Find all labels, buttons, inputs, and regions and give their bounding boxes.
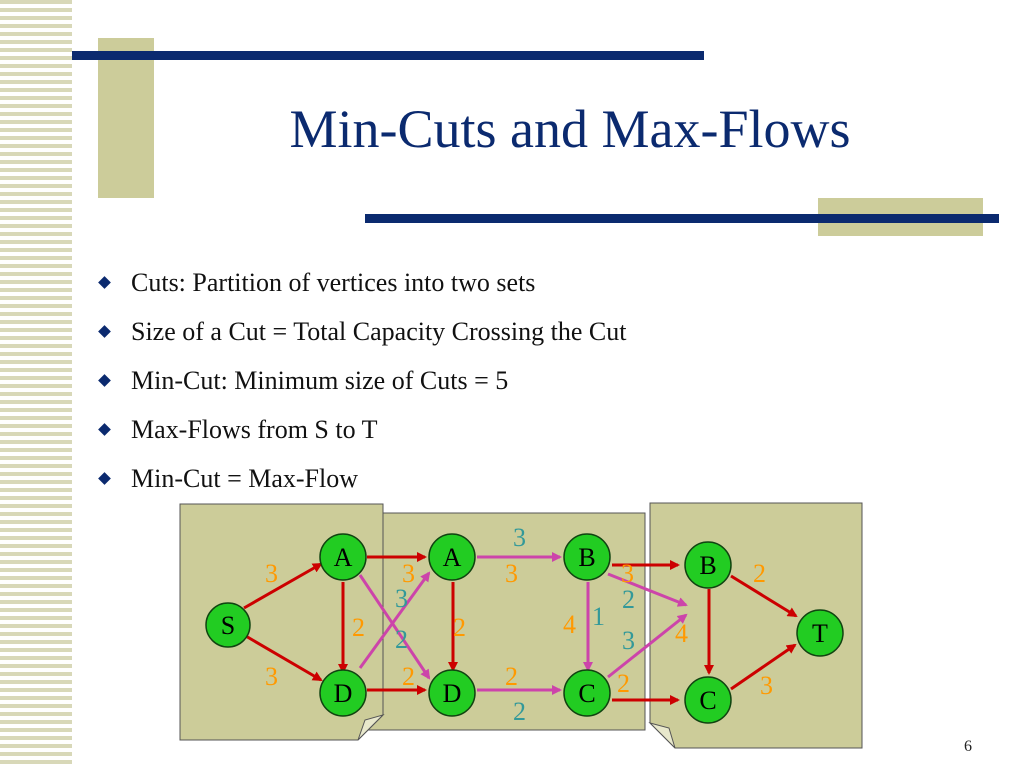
page-number: 6 <box>964 738 972 755</box>
edge-label: 3 <box>622 626 635 655</box>
node-b1-label: B <box>578 543 595 572</box>
diamond-bullet-icon <box>98 325 111 338</box>
diamond-bullet-icon <box>98 423 111 436</box>
bullet-list: Cuts: Partition of vertices into two set… <box>98 258 627 503</box>
node-c1-label: C <box>578 679 595 708</box>
node-d2-circle <box>428 669 476 717</box>
node-s-label: S <box>221 611 235 640</box>
edge-s-a <box>243 562 323 610</box>
edge-label: 4 <box>563 610 576 639</box>
edge-label: 3 <box>395 584 408 613</box>
bullet-item: Size of a Cut = Total Capacity Crossing … <box>98 307 627 356</box>
slide-title: Min-Cuts and Max-Flows <box>289 99 851 159</box>
node-d1-circle <box>319 669 367 717</box>
node-t-label: T <box>812 619 828 648</box>
node-c1-circle <box>563 669 611 717</box>
edge-a-d-cross <box>358 574 431 680</box>
node-c2-label: C <box>699 686 716 715</box>
edge-label: 3 <box>505 559 518 588</box>
node-a2-label: A <box>443 543 462 572</box>
edge-label: 2 <box>352 613 365 642</box>
right-partition-fold <box>648 722 676 749</box>
edge-label: 2 <box>622 585 635 614</box>
node-b2-label: B <box>699 551 716 580</box>
edge-label: 1 <box>592 602 605 631</box>
edge-label: 3 <box>265 662 278 691</box>
node-b2-circle <box>684 541 732 589</box>
edge-b2-t <box>730 574 798 618</box>
node-a1-label: A <box>334 543 353 572</box>
nodes: S A D A D B C B C T <box>205 533 844 724</box>
node-t-circle <box>796 609 844 657</box>
bullet-text: Min-Cut: Minimum size of Cuts = 5 <box>131 365 509 395</box>
bullet-item: Min-Cut = Max-Flow <box>98 454 626 503</box>
edge-b-c-cross <box>607 572 688 607</box>
node-d1-label: D <box>334 679 353 708</box>
edge-label: 3 <box>621 559 634 588</box>
bullet-item: Max-Flows from S to T <box>98 405 626 454</box>
decorative-block-left <box>98 38 154 198</box>
edge-c2-t <box>730 643 797 691</box>
node-b1-circle <box>563 533 611 581</box>
node-a1-circle <box>319 533 367 581</box>
edge-d-a-cross <box>358 571 431 669</box>
node-c2-circle <box>684 676 732 724</box>
edge-label: 2 <box>505 662 518 691</box>
left-partition-fold <box>357 714 385 741</box>
decorative-stripes <box>0 0 72 768</box>
diamond-bullet-icon <box>98 374 111 387</box>
bottom-rule <box>365 214 999 223</box>
node-d2-label: D <box>443 679 462 708</box>
flow-network-diagram: S A D A D B C B C T 3 3 2 3 3 2 2 2 3 3 … <box>179 502 863 749</box>
edge-label: 2 <box>513 697 526 726</box>
edge-label: 2 <box>453 613 466 642</box>
edge-s-d <box>243 633 323 682</box>
node-a2-circle <box>428 533 476 581</box>
edge-label: 2 <box>753 559 766 588</box>
diamond-bullet-icon <box>98 472 111 485</box>
bullet-text: Cuts: Partition of vertices into two set… <box>131 267 536 297</box>
edge-label: 2 <box>402 662 415 691</box>
edge-label: 2 <box>395 625 408 654</box>
edges <box>243 552 798 705</box>
edge-label: 3 <box>760 671 773 700</box>
edge-label: 3 <box>513 523 526 552</box>
edge-labels: 3 3 2 3 3 2 2 2 3 3 2 2 4 1 3 2 3 4 2 2 … <box>265 523 773 726</box>
bullet-text: Max-Flows from S to T <box>131 414 378 444</box>
edge-label: 4 <box>675 619 688 648</box>
bullet-item: Min-Cut: Minimum size of Cuts = 5 <box>98 356 626 405</box>
top-rule <box>72 51 704 60</box>
edge-label: 3 <box>402 559 415 588</box>
edge-label: 2 <box>617 669 630 698</box>
bullet-text: Size of a Cut = Total Capacity Crossing … <box>131 316 627 346</box>
edge-label: 3 <box>265 559 278 588</box>
bullet-text: Min-Cut = Max-Flow <box>131 463 359 493</box>
diamond-bullet-icon <box>98 276 111 289</box>
node-s-circle <box>205 602 251 648</box>
bullet-item: Cuts: Partition of vertices into two set… <box>98 258 626 307</box>
edge-c-b-cross <box>607 613 688 679</box>
